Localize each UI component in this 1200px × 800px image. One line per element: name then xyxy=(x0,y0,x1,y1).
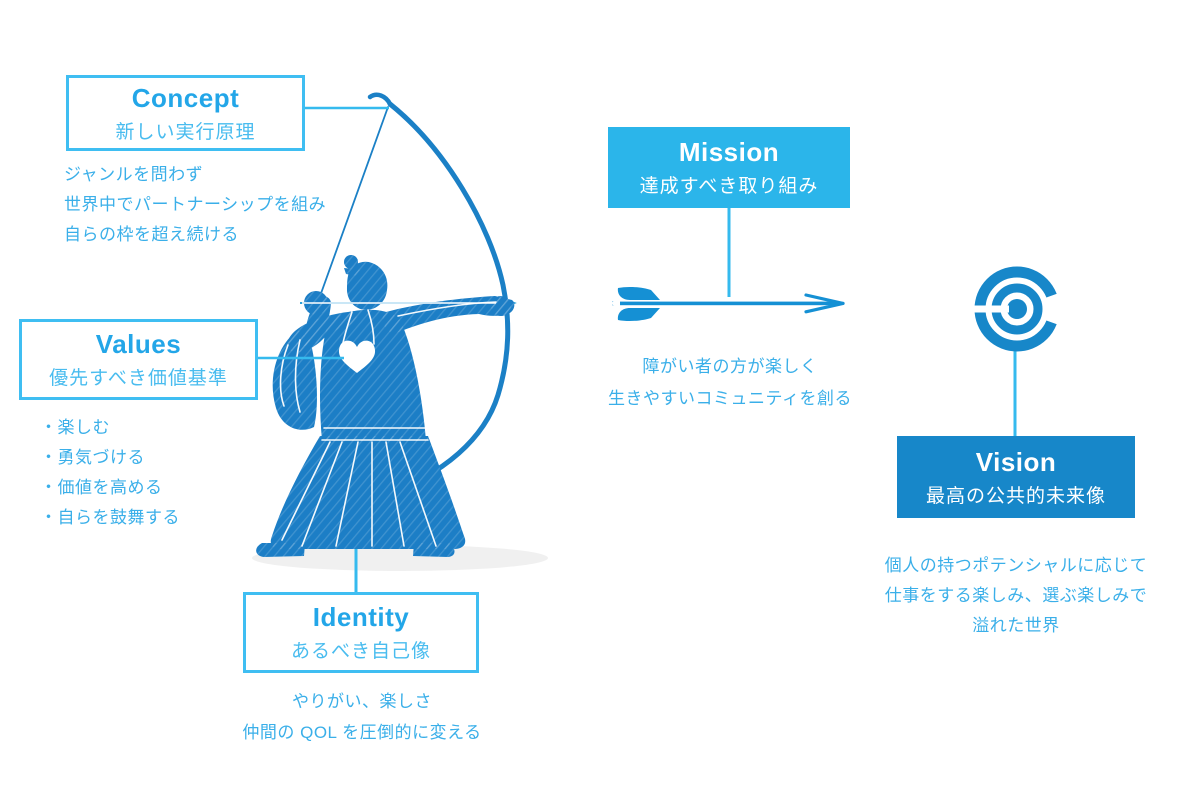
identity-desc-line: やりがい、楽しさ xyxy=(292,692,432,711)
mission-desc-line: 生きやすいコミュニティを創る xyxy=(608,389,852,408)
values-bullet-item: ・楽しむ xyxy=(40,418,110,437)
mission-desc-line: 障がい者の方が楽しく xyxy=(642,357,818,376)
mission-title: Mission xyxy=(678,137,780,167)
values-title: Values xyxy=(95,329,182,359)
mission-subtitle: 達成すべき取り組み xyxy=(639,176,819,197)
values-bullet-list: ・楽しむ ・勇気づける ・価値を高める ・自らを鼓舞する xyxy=(40,413,180,533)
vision-description: 個人の持つポテンシャルに応じて 仕事をする楽しみ、選ぶ楽しみで 溢れた世界 xyxy=(866,551,1166,641)
mission-box: Mission 達成すべき取り組み xyxy=(608,127,850,208)
concept-desc-line: 自らの枠を超え続ける xyxy=(64,225,239,244)
concept-subtitle: 新しい実行原理 xyxy=(115,121,256,143)
vision-desc-line: 溢れた世界 xyxy=(972,616,1060,635)
vision-box: Vision 最高の公共的未来像 xyxy=(897,436,1135,518)
heart-icon xyxy=(338,340,376,373)
identity-description: やりがい、楽しさ 仲間の QOL を圧倒的に変える xyxy=(212,686,512,748)
vision-desc-line: 仕事をする楽しみ、選ぶ楽しみで xyxy=(884,586,1148,605)
concept-box: Concept 新しい実行原理 xyxy=(66,75,305,151)
values-bullet-item: ・勇気づける xyxy=(40,448,145,467)
identity-title: Identity xyxy=(312,602,410,632)
values-box: Values 優先すべき価値基準 xyxy=(19,319,258,400)
garment-detail-lines xyxy=(279,301,497,547)
identity-subtitle: あるべき自己像 xyxy=(290,641,431,662)
archer-texture xyxy=(256,255,515,557)
connector-lines xyxy=(257,106,1017,592)
identity-box: Identity あるべき自己像 xyxy=(243,592,479,673)
values-bullet-item: ・価値を高める xyxy=(40,478,163,497)
vision-desc-line: 個人の持つポテンシャルに応じて xyxy=(884,556,1148,575)
concept-title: Concept xyxy=(131,82,240,113)
mission-description: 障がい者の方が楽しく 生きやすいコミュニティを創る xyxy=(578,351,882,415)
concept-desc-line: 世界中でパートナーシップを組み xyxy=(64,195,327,214)
concept-description: ジャンルを問わず 世界中でパートナーシップを組み 自らの枠を超え続ける xyxy=(64,160,326,250)
values-bullet-item: ・自らを鼓舞する xyxy=(40,508,180,527)
values-subtitle: 優先すべき価値基準 xyxy=(49,368,228,389)
concept-desc-line: ジャンルを問わず xyxy=(64,165,204,184)
arrow-right-icon xyxy=(609,286,845,322)
vision-title: Vision xyxy=(975,446,1057,477)
vision-subtitle: 最高の公共的未来像 xyxy=(925,485,1106,507)
bullseye-target-icon xyxy=(967,266,1073,352)
identity-desc-line: 仲間の QOL を圧倒的に変える xyxy=(242,723,482,742)
ground-shadow xyxy=(252,545,548,571)
